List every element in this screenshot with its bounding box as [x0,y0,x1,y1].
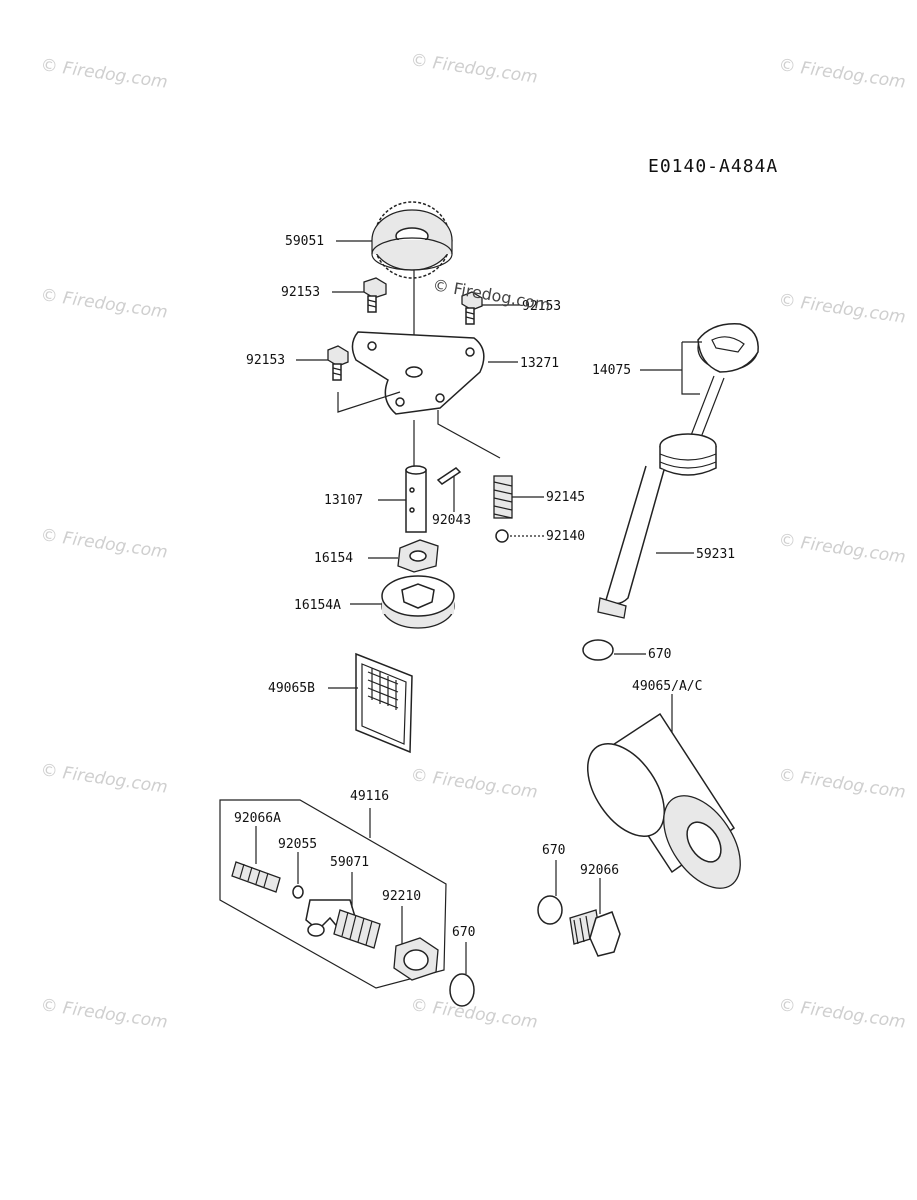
watermark-3: © Firedog.com [777,55,907,93]
watermark-2: © Firedog.com [409,50,539,88]
label-oring-plug: 670 [542,843,565,858]
inner-rotor-part [397,539,439,573]
label-nut: 92210 [382,889,421,904]
filler-tube-part [597,433,717,619]
watermark-1: © Firedog.com [39,55,169,93]
watermark-7: © Firedog.com [777,530,907,568]
drain-plug-part [569,909,621,957]
spring-part [493,475,513,519]
pin-part [436,467,462,485]
watermark-4: © Firedog.com [39,285,169,323]
outer-rotor-part [381,575,455,629]
watermark-11: © Firedog.com [39,995,169,1033]
watermark-8: © Firedog.com [39,760,169,798]
label-oring-tube: 670 [648,647,671,662]
fitting-bolt-part [231,861,281,893]
shaft-part [405,465,427,533]
screen-filter-part [355,652,413,754]
label-plate: 13271 [520,356,559,371]
label-shaft: 13107 [324,493,363,508]
label-dipstick: 14075 [592,363,631,378]
oring-plug-part [537,895,563,925]
label-fitting-bolt: 92066A [234,811,281,826]
label-spring: 92145 [546,490,585,505]
label-small-ring: 92055 [278,837,317,852]
label-pin: 92043 [432,513,471,528]
gear-part [371,201,453,279]
label-oring-bottom: 670 [452,925,475,940]
label-screen-filter: 49065B [268,681,315,696]
watermark-13: © Firedog.com [777,995,907,1033]
bolt-top-left [363,277,387,313]
small-ring-part [292,885,304,899]
watermark-5: © Firedog.com [777,290,907,328]
label-bolt-top-right: 92153 [522,299,561,314]
watermark-6: © Firedog.com [39,525,169,563]
label-oil-filter: 49065/A/C [632,679,702,694]
plate-part [351,331,485,415]
label-pipe: 59071 [330,855,369,870]
label-outer-rotor: 16154A [294,598,341,613]
ball-part [495,529,509,543]
dipstick-part [689,323,759,441]
label-bolt-top-left: 92153 [281,285,320,300]
oring-tube-part [582,639,614,661]
watermarks: © Firedog.com © Firedog.com © Firedog.co… [39,50,907,1033]
oil-filter-part [586,712,741,889]
watermark-10: © Firedog.com [777,765,907,803]
bolt-left [327,345,349,381]
watermark-9: © Firedog.com [409,765,539,803]
overlay-watermark: © Firedog.com [431,275,551,314]
label-filler-tube: 59231 [696,547,735,562]
label-drain-plug: 92066 [580,863,619,878]
label-bolt-left: 92153 [246,353,285,368]
watermark-12: © Firedog.com [409,995,539,1033]
nut-part [393,937,439,981]
diagram-code: E0140-A484A [648,156,778,177]
oring-bottom-part [449,973,475,1007]
label-ball: 92140 [546,529,585,544]
label-filter-kit: 49116 [350,789,389,804]
label-inner-rotor: 16154 [314,551,353,566]
pipe-part [305,899,381,949]
bolt-top-right [461,291,483,325]
label-gear: 59051 [285,234,324,249]
